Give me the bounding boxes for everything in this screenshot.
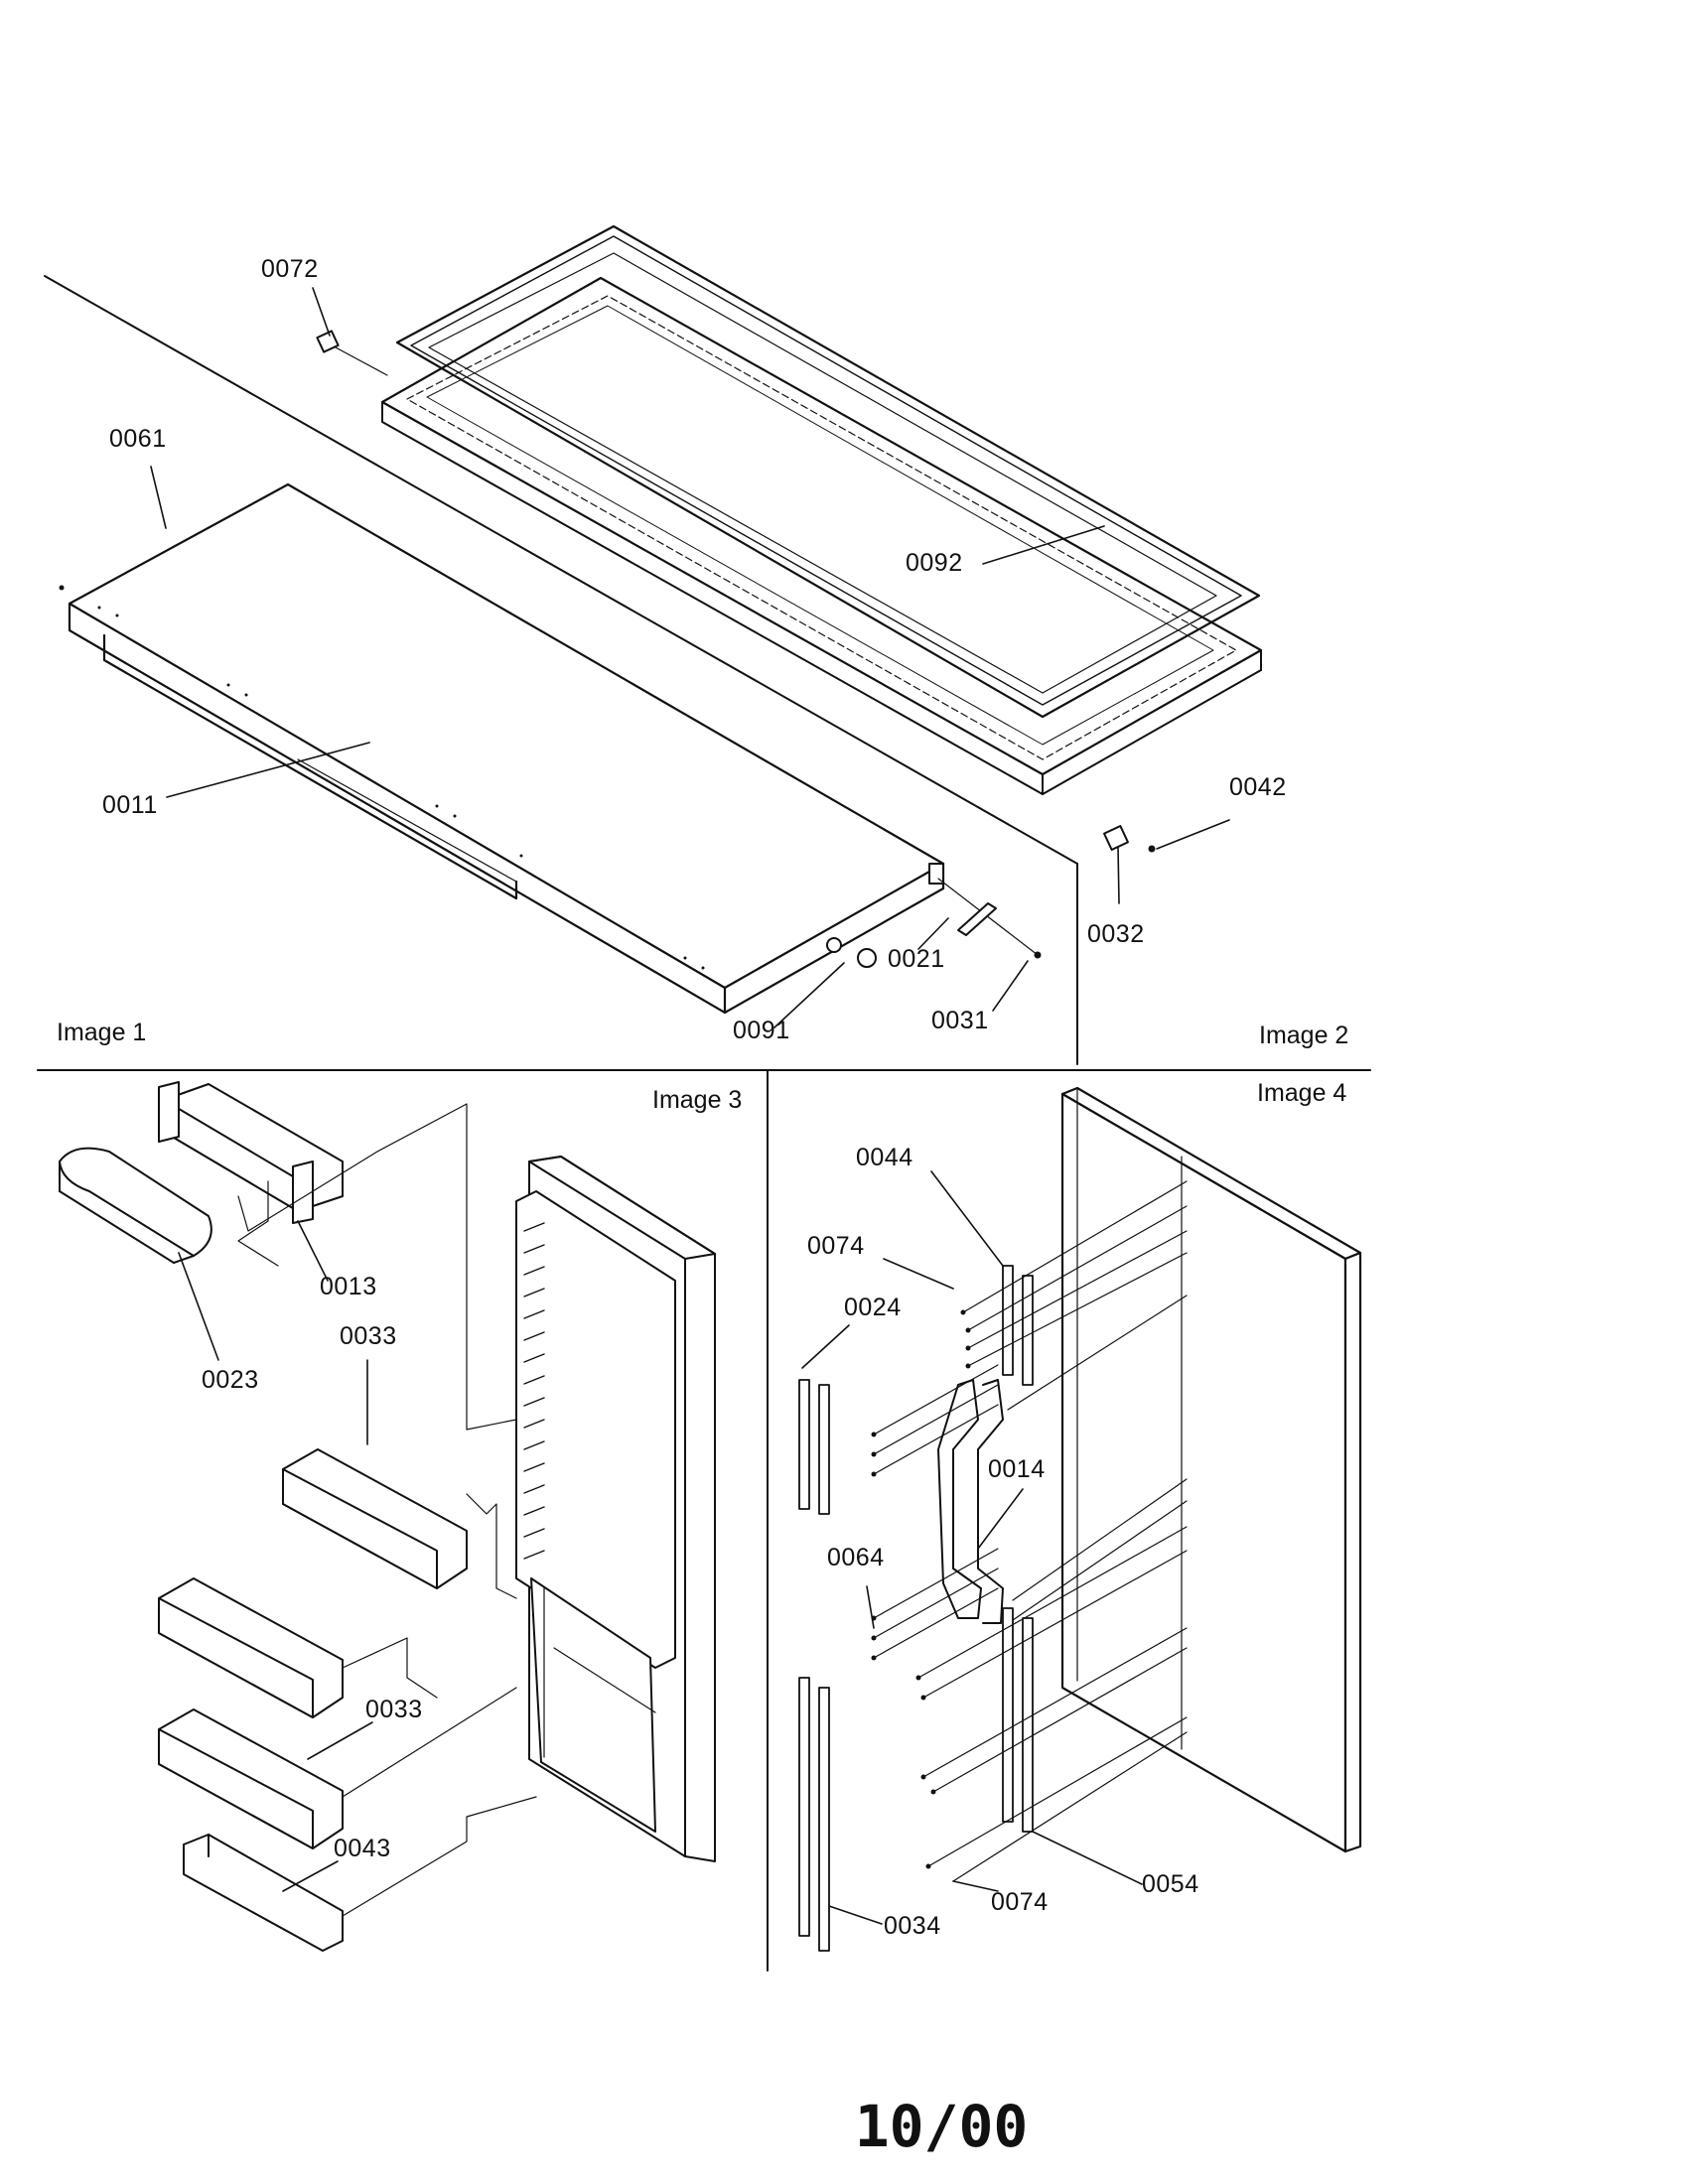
image-2-label: Image 2: [1259, 1022, 1349, 1049]
part-label-0044: 0044: [856, 1144, 913, 1171]
bin-leaders: [237, 1103, 537, 1917]
image-1-label: Image 1: [57, 1019, 147, 1046]
footer-date: 10/00: [854, 2093, 1029, 2160]
bin-0033-middle: [158, 1577, 344, 1718]
part-label-0032: 0032: [1087, 920, 1145, 948]
trim-strips: [798, 1265, 1034, 1952]
part-label-0024: 0024: [844, 1294, 902, 1321]
leader-lines-bottom: [178, 1170, 1143, 1925]
part-label-0074-lower: 0074: [991, 1888, 1049, 1916]
screws: [871, 1309, 971, 1869]
bin-0033-lower: [158, 1708, 344, 1849]
bin-0033-upper: [282, 1448, 468, 1589]
bin-0043: [183, 1834, 344, 1952]
part-label-0011: 0011: [102, 791, 158, 819]
panel-holes: [59, 585, 705, 970]
liner-ribs: [523, 1222, 545, 1560]
leader-lines-top: [150, 287, 1230, 1028]
hinge-parts-0021-0031: [826, 863, 1042, 968]
door-liner: [515, 1156, 716, 1862]
part-label-0013: 0013: [320, 1273, 377, 1300]
bin-0013: [158, 1081, 344, 1224]
handle-0014: [937, 1379, 1004, 1624]
panel-dividers: [37, 275, 1371, 1972]
part-label-0014: 0014: [988, 1455, 1046, 1483]
image-4-label: Image 4: [1257, 1079, 1347, 1107]
part-label-0042: 0042: [1229, 773, 1287, 801]
part-label-0043: 0043: [334, 1835, 391, 1862]
part-label-0091: 0091: [733, 1017, 790, 1044]
part-label-0061: 0061: [109, 425, 167, 453]
cabinet-side-panel: [1060, 1086, 1362, 1853]
screw-lines: [873, 1180, 1188, 1882]
hinge-pins-0072-0042: [316, 330, 1156, 853]
part-label-0072: 0072: [261, 255, 319, 283]
part-label-0064: 0064: [827, 1544, 885, 1571]
part-label-0033-upper: 0033: [340, 1322, 397, 1350]
part-label-0074-upper: 0074: [807, 1232, 865, 1260]
part-label-0023: 0023: [202, 1366, 259, 1394]
part-label-0033-lower: 0033: [365, 1696, 423, 1723]
door-gasket-frame-0092: [380, 224, 1263, 795]
image-3-label: Image 3: [652, 1086, 743, 1114]
part-label-0031: 0031: [931, 1007, 989, 1034]
cover-0023: [59, 1147, 212, 1264]
part-label-0092: 0092: [906, 549, 963, 577]
part-label-0021: 0021: [888, 945, 945, 973]
part-label-0034: 0034: [884, 1912, 941, 1940]
part-label-0054: 0054: [1142, 1870, 1199, 1898]
